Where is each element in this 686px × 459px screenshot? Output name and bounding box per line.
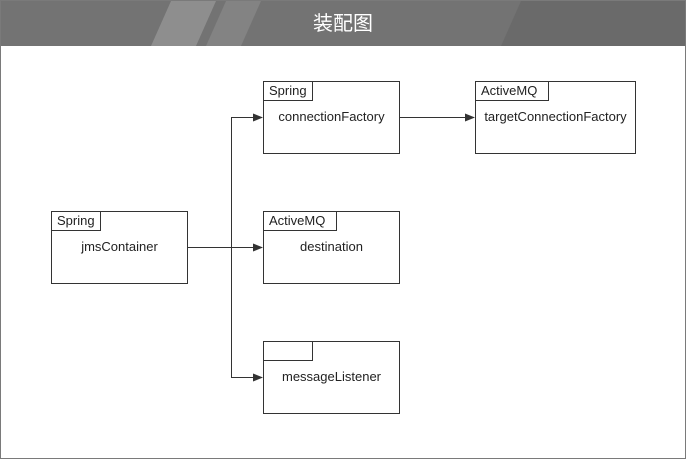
title-bar: 装配图 bbox=[1, 1, 685, 46]
node-label: connectionFactory bbox=[278, 109, 385, 124]
node-label: messageListener bbox=[282, 369, 381, 384]
connector-jmscontainer-to-connectionfactory bbox=[187, 113, 263, 248]
title-bar-decoration bbox=[151, 1, 685, 46]
node-label: jmsContainer bbox=[81, 239, 158, 254]
node-stereotype-tag bbox=[263, 341, 313, 361]
node-jms-container[interactable]: Spring jmsContainer bbox=[51, 211, 188, 284]
node-destination[interactable]: ActiveMQ destination bbox=[263, 211, 400, 284]
node-stereotype-tag: Spring bbox=[263, 81, 313, 101]
node-label: destination bbox=[300, 239, 363, 254]
node-stereotype-tag: Spring bbox=[51, 211, 101, 231]
connector-jmscontainer-to-messagelistener bbox=[231, 247, 263, 382]
node-label: targetConnectionFactory bbox=[484, 109, 627, 124]
node-target-connection-factory[interactable]: ActiveMQ targetConnectionFactory bbox=[475, 81, 636, 154]
node-connection-factory[interactable]: Spring connectionFactory bbox=[263, 81, 400, 154]
node-message-listener[interactable]: messageListener bbox=[263, 341, 400, 414]
diagram-title: 装配图 bbox=[313, 11, 373, 35]
node-stereotype-tag: ActiveMQ bbox=[263, 211, 337, 231]
node-stereotype-tag: ActiveMQ bbox=[475, 81, 549, 101]
